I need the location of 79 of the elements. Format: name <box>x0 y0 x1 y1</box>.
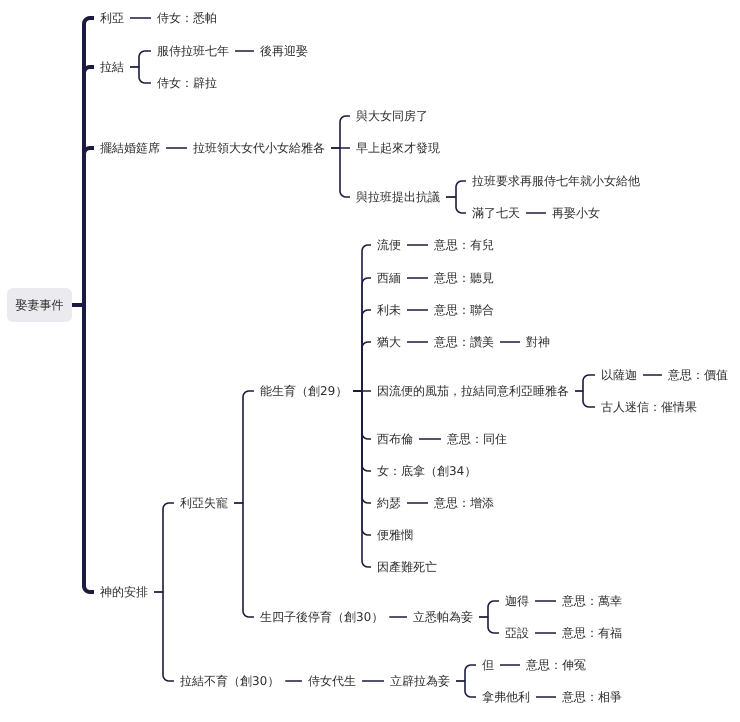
topic-label: 迦得 <box>499 593 535 609</box>
topic-label: 拉結 <box>94 59 130 75</box>
connector-line <box>407 341 428 343</box>
connector-line <box>166 147 187 149</box>
central-topic-box: 娶妻事件 <box>7 288 72 322</box>
connector-line <box>362 680 384 682</box>
topic-label: 拿弗他利 <box>476 689 536 705</box>
connector-line <box>235 50 254 52</box>
topic-label: 拉結不育（創30） <box>174 673 286 689</box>
connector-line <box>154 591 174 682</box>
connector-line <box>456 680 476 698</box>
connector-line <box>331 147 350 198</box>
topic-label: 西緬 <box>371 270 407 286</box>
topic-label: 意思：有福 <box>556 625 628 641</box>
topic-label: 利未 <box>371 302 407 318</box>
topic-label: 利亞失寵 <box>174 495 234 511</box>
connector-line <box>407 309 428 311</box>
connector-line <box>130 66 151 84</box>
topic-label: 後再迎娶 <box>254 43 314 59</box>
topic-label: 因流便的風茄，拉結同意利亞睡雅各 <box>371 383 575 399</box>
topic-label: 意思：讚美 <box>428 334 500 350</box>
connector-line <box>500 341 520 343</box>
connector-line <box>575 390 595 408</box>
topic-label: 立悉帕為妾 <box>407 609 479 625</box>
connector-line <box>500 664 520 666</box>
topic-label: 便雅憫 <box>371 527 419 543</box>
topic-label: 再娶小女 <box>546 205 606 221</box>
topic-label: 亞設 <box>499 625 535 641</box>
connector-line <box>479 616 499 634</box>
connector-line <box>389 616 407 618</box>
topic-label: 對神 <box>520 334 556 350</box>
connector-line <box>446 196 466 214</box>
connector-line <box>234 502 254 618</box>
topic-label: 早上起來才發現 <box>350 140 446 156</box>
topic-label: 利亞 <box>94 10 130 26</box>
topic-label: 意思：價值 <box>662 367 734 383</box>
connector-line <box>407 502 428 504</box>
topic-label: 意思：相爭 <box>556 689 628 705</box>
topic-label: 意思：聽見 <box>428 270 500 286</box>
topic-label: 猶大 <box>371 334 407 350</box>
connector-line <box>353 390 371 568</box>
topic-label: 立辟拉為妾 <box>384 673 456 689</box>
topic-label: 侍女：悉帕 <box>151 10 223 26</box>
topic-label: 拉班要求再服侍七年就小女給他 <box>466 173 646 189</box>
topic-label: 拉班領大女代小女給雅各 <box>187 140 331 156</box>
topic-label: 意思：萬幸 <box>556 593 628 609</box>
topic-label: 以薩迦 <box>595 367 643 383</box>
connector-line <box>407 277 428 279</box>
topic-label: 流便 <box>371 237 407 253</box>
connector-line <box>643 374 662 376</box>
topic-label: 服侍拉班七年 <box>151 43 235 59</box>
topic-label: 擺結婚筵席 <box>94 140 166 156</box>
topic-label: 滿了七天 <box>466 205 526 221</box>
topic-label: 女：底拿（創34） <box>371 463 482 479</box>
connector-line <box>130 17 151 19</box>
connector-line <box>419 438 441 440</box>
topic-label: 古人迷信：催情果 <box>595 399 703 415</box>
connector-line <box>285 680 302 682</box>
connector-line <box>526 212 546 214</box>
topic-label: 但 <box>476 657 500 673</box>
topic-label: 與拉班提出抗議 <box>350 189 446 205</box>
topic-label: 能生育（創29） <box>254 383 354 399</box>
connector-line <box>535 632 556 634</box>
topic-label: 侍女代生 <box>302 673 362 689</box>
connector-line <box>536 696 556 698</box>
topic-label: 意思：有兒 <box>428 237 500 253</box>
topic-label: 神的安排 <box>94 584 154 600</box>
topic-label: 因產難死亡 <box>371 559 443 575</box>
topic-label: 意思：聯合 <box>428 302 500 318</box>
topic-label: 西布倫 <box>371 431 419 447</box>
topic-label: 意思：伸冤 <box>520 657 592 673</box>
topic-label: 與大女同房了 <box>350 108 434 124</box>
connector-line <box>535 600 556 602</box>
topic-label: 意思：同住 <box>441 431 513 447</box>
topic-label: 意思：增添 <box>428 495 500 511</box>
topic-label: 生四子後停育（創30） <box>254 609 390 625</box>
connector-line <box>407 244 428 246</box>
topic-label: 約瑟 <box>371 495 407 511</box>
topic-label: 侍女：辟拉 <box>151 75 223 91</box>
